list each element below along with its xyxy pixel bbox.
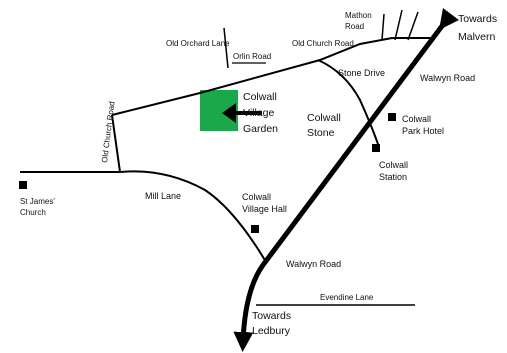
label-evendine-lane: Evendine Lane (320, 293, 374, 302)
road-walwyn-road (233, 8, 459, 352)
label-old-orchard-lane: Old Orchard Lane (166, 39, 230, 48)
label-towards-malvern: Towards Malvern (458, 13, 500, 43)
road-mathon-road-2 (394, 9, 403, 41)
label-walwyn-road-bottom: Walwyn Road (286, 259, 341, 269)
garden-pointer-arrowhead (222, 103, 236, 123)
label-colwall-station: Colwall Station (379, 160, 411, 182)
road-mill-lane (20, 170, 267, 263)
station-marker (372, 144, 380, 152)
road-mathon-road-1 (381, 13, 385, 41)
road-old-church-road-side (111, 114, 121, 173)
road-mathon-road-3 (407, 11, 419, 41)
village-hall-marker (251, 225, 259, 233)
label-colwall-stone: Colwall Stone (307, 112, 344, 139)
label-walwyn-road-top: Walwyn Road (420, 73, 475, 83)
label-colwall-village-hall: Colwall Village Hall (242, 192, 287, 214)
label-colwall-village-garden: Colwall Village Garden (243, 91, 280, 135)
label-stone-drive: Stone Drive (338, 68, 385, 78)
st-james-church-marker (19, 181, 27, 189)
label-towards-ledbury: Towards Ledbury (252, 310, 294, 337)
label-mill-lane: Mill Lane (145, 191, 181, 201)
label-orlin-road: Orlin Road (233, 52, 271, 61)
label-st-james-church: St James' Church (20, 197, 57, 217)
label-colwall-park-hotel: Colwall Park Hotel (402, 114, 444, 136)
label-mathon-road: Mathon Road (345, 11, 374, 31)
road-old-orchard-lane (223, 27, 229, 69)
park-hotel-marker (388, 113, 396, 121)
label-old-church-road-top: Old Church Road (292, 39, 354, 48)
